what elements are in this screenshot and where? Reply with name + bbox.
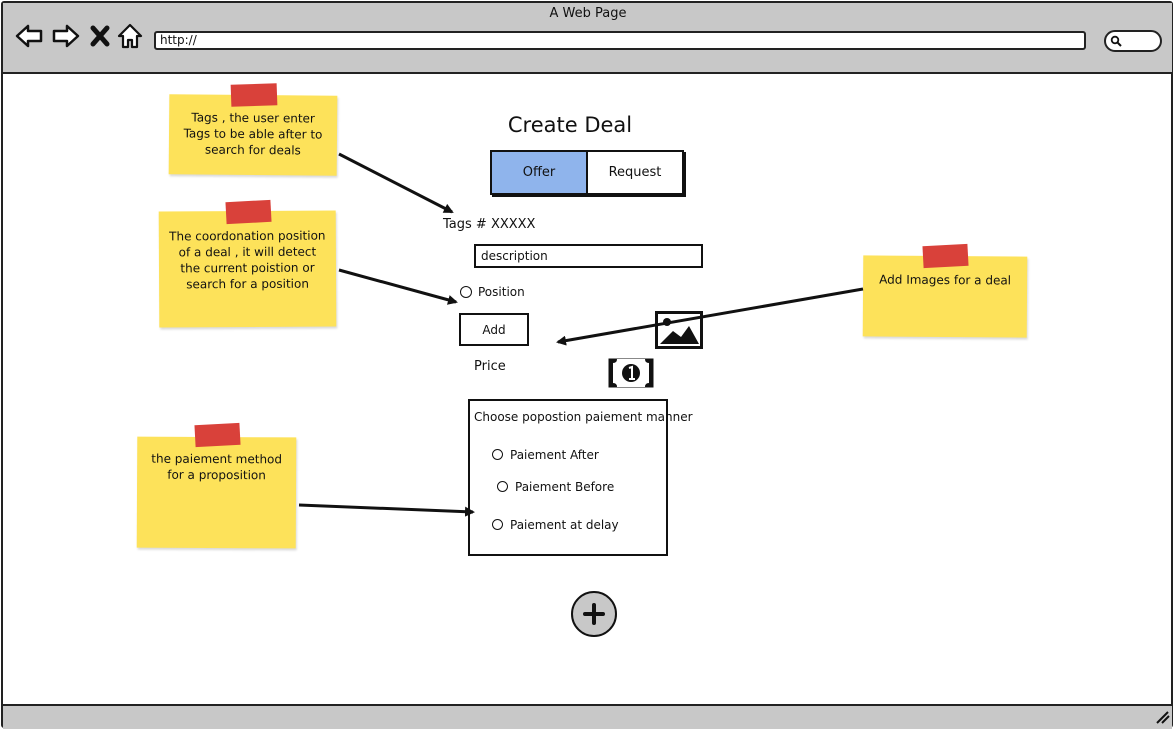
payment-delay-label: Paiement at delay bbox=[510, 518, 619, 532]
position-radio[interactable] bbox=[460, 286, 472, 298]
price-label: Price bbox=[474, 359, 506, 374]
status-bar bbox=[3, 704, 1172, 729]
plus-icon bbox=[583, 603, 605, 625]
payment-after-radio[interactable] bbox=[492, 449, 503, 460]
sticky-note-payment: the paiement method for a proposition bbox=[136, 436, 297, 549]
window-title: A Web Page bbox=[549, 6, 627, 21]
offer-tab[interactable]: Offer bbox=[492, 152, 588, 193]
add-image-button[interactable]: Add bbox=[459, 313, 529, 346]
payment-method-panel bbox=[468, 399, 668, 556]
deal-type-toggle: Offer Request bbox=[490, 150, 684, 195]
address-bar[interactable]: http:// bbox=[154, 31, 1086, 50]
home-icon[interactable] bbox=[116, 22, 144, 50]
money-icon bbox=[608, 358, 654, 388]
position-label: Position bbox=[478, 285, 525, 299]
tape bbox=[230, 83, 278, 107]
sticky-note-tags: Tags , the user enter Tags to be able af… bbox=[168, 94, 338, 176]
forward-icon[interactable] bbox=[51, 22, 81, 50]
browser-search-field[interactable] bbox=[1104, 30, 1162, 52]
description-input[interactable]: description bbox=[474, 244, 703, 268]
page-title: Create Deal bbox=[507, 113, 633, 137]
payment-before-radio[interactable] bbox=[497, 481, 508, 492]
request-tab[interactable]: Request bbox=[608, 165, 662, 180]
tags-field[interactable]: Tags # XXXXX bbox=[443, 217, 536, 232]
sticky-note-images: Add Images for a deal bbox=[862, 255, 1028, 338]
resize-grip-icon[interactable] bbox=[1154, 710, 1170, 724]
payment-panel-title: Choose popostion paiement manner bbox=[474, 410, 693, 424]
payment-delay-radio[interactable] bbox=[492, 519, 503, 530]
sticky-note-position: The coordonation position of a deal , it… bbox=[158, 210, 337, 328]
payment-before-label: Paiement Before bbox=[515, 480, 615, 494]
payment-after-label: Paiement After bbox=[510, 448, 599, 462]
image-icon[interactable] bbox=[655, 311, 703, 349]
back-icon[interactable] bbox=[14, 22, 44, 50]
tape bbox=[194, 422, 241, 448]
tape bbox=[922, 243, 969, 269]
add-deal-button[interactable] bbox=[571, 591, 617, 637]
search-icon bbox=[1110, 35, 1122, 47]
tape bbox=[225, 199, 272, 225]
close-icon[interactable] bbox=[88, 22, 112, 50]
